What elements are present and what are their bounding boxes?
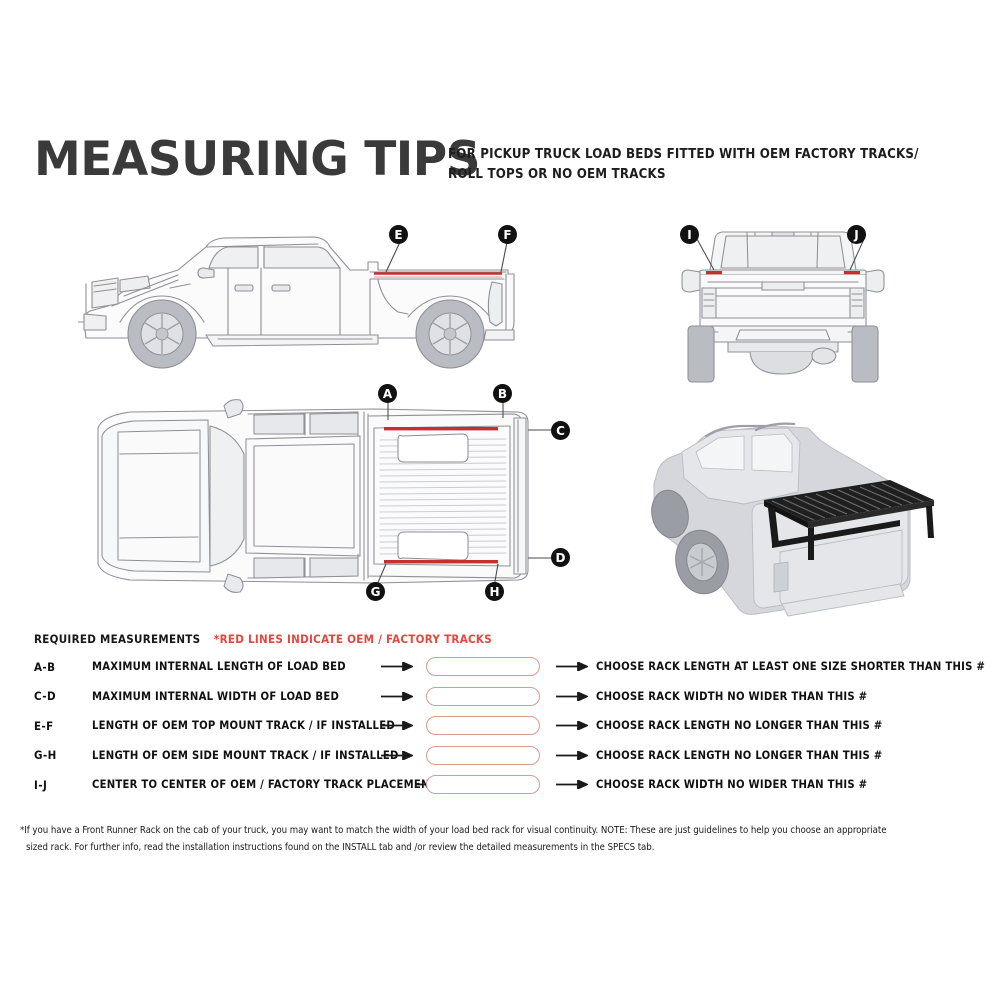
- required-measurements-label: REQUIRED MEASUREMENTS: [34, 632, 201, 646]
- oem-track-line-bottom-gh: [384, 560, 498, 564]
- truck-rear-view-figure: I J: [652, 222, 914, 384]
- row-recommendation-ab: CHOOSE RACK LENGTH AT LEAST ONE SIZE SHO…: [596, 660, 986, 674]
- callout-marker-c: C: [551, 421, 570, 440]
- callout-marker-e: E: [389, 225, 408, 244]
- row-code-cd: C-D: [34, 689, 56, 704]
- table-row: G-H LENGTH OF OEM SIDE MOUNT TRACK / IF …: [34, 741, 974, 771]
- footnote: *If you have a Front Runner Rack on the …: [20, 823, 982, 856]
- row-code-ef: E-F: [34, 718, 54, 733]
- measurement-input-cd[interactable]: [426, 686, 540, 706]
- row-recommendation-cd: CHOOSE RACK WIDTH NO WIDER THAN THIS #: [596, 689, 868, 703]
- page-title: MEASURING TIPS: [34, 132, 481, 187]
- row-code-ab: A-B: [34, 659, 56, 674]
- callout-marker-g: G: [366, 582, 385, 601]
- callout-marker-j: J: [847, 225, 866, 244]
- footnote-line-2: sized rack. For further info, read the i…: [26, 841, 655, 853]
- required-measurements-table: REQUIRED MEASUREMENTS *RED LINES INDICAT…: [34, 630, 985, 800]
- row-description-ij: CENTER TO CENTER OF OEM / FACTORY TRACK …: [92, 778, 437, 792]
- table-row: E-F LENGTH OF OEM TOP MOUNT TRACK / IF I…: [34, 711, 974, 741]
- callout-marker-h: H: [485, 582, 504, 601]
- row-description-ef: LENGTH OF OEM TOP MOUNT TRACK / IF INSTA…: [92, 719, 395, 733]
- arrow-right-icon: [381, 750, 413, 760]
- truck-top-view-figure: A B C D G H: [58, 384, 580, 609]
- row-description-gh: LENGTH OF OEM SIDE MOUNT TRACK / IF INST…: [92, 748, 399, 762]
- callout-marker-f: F: [498, 225, 517, 244]
- table-row: C-D MAXIMUM INTERNAL WIDTH OF LOAD BED C…: [34, 682, 974, 712]
- subtitle-line-2: ROLL TOPS OR NO OEM TRACKS: [448, 167, 666, 183]
- truck-with-rack-figure: [648, 418, 953, 630]
- row-recommendation-ef: CHOOSE RACK LENGTH NO LONGER THAN THIS #: [596, 719, 883, 733]
- measurement-input-ij[interactable]: [426, 775, 540, 795]
- measurement-input-ab[interactable]: [426, 657, 540, 677]
- arrow-right-icon: [556, 691, 588, 701]
- arrow-right-icon: [556, 750, 588, 760]
- slimline-roof-rack: [764, 480, 934, 560]
- oem-track-line-top-ab: [384, 427, 498, 431]
- oem-track-marks-ij: [706, 271, 860, 275]
- arrow-right-icon: [556, 780, 588, 790]
- table-heading-row: REQUIRED MEASUREMENTS *RED LINES INDICAT…: [34, 630, 974, 652]
- callout-marker-b: B: [493, 384, 512, 403]
- callout-marker-d: D: [551, 548, 570, 567]
- measurement-input-gh[interactable]: [426, 745, 540, 765]
- arrow-right-icon: [381, 691, 413, 701]
- subtitle-line-1: FOR PICKUP TRUCK LOAD BEDS FITTED WITH O…: [448, 147, 919, 162]
- arrow-right-icon: [381, 662, 413, 672]
- header: MEASURING TIPS FOR PICKUP TRUCK LOAD BED…: [34, 136, 974, 206]
- callout-marker-a: A: [378, 384, 397, 403]
- measurement-input-ef[interactable]: [426, 716, 540, 736]
- page-subtitle: FOR PICKUP TRUCK LOAD BEDS FITTED WITH O…: [448, 145, 978, 186]
- row-description-cd: MAXIMUM INTERNAL WIDTH OF LOAD BED: [92, 689, 340, 703]
- row-recommendation-gh: CHOOSE RACK LENGTH NO LONGER THAN THIS #: [596, 748, 883, 762]
- red-lines-note: *RED LINES INDICATE OEM / FACTORY TRACKS: [213, 632, 492, 646]
- row-recommendation-ij: CHOOSE RACK WIDTH NO WIDER THAN THIS #: [596, 778, 868, 792]
- arrow-right-icon: [556, 721, 588, 731]
- footnote-line-1: *If you have a Front Runner Rack on the …: [20, 825, 887, 836]
- table-row: A-B MAXIMUM INTERNAL LENGTH OF LOAD BED …: [34, 652, 985, 682]
- table-row: I-J CENTER TO CENTER OF OEM / FACTORY TR…: [34, 770, 974, 800]
- arrow-right-icon: [556, 662, 588, 672]
- row-code-gh: G-H: [34, 748, 57, 763]
- row-code-ij: I-J: [34, 777, 48, 792]
- arrow-right-icon: [381, 721, 413, 731]
- truck-side-view-figure: E F: [78, 222, 568, 397]
- callout-marker-i: I: [680, 225, 699, 244]
- oem-track-line-ef: [374, 272, 502, 278]
- row-description-ab: MAXIMUM INTERNAL LENGTH OF LOAD BED: [92, 660, 346, 674]
